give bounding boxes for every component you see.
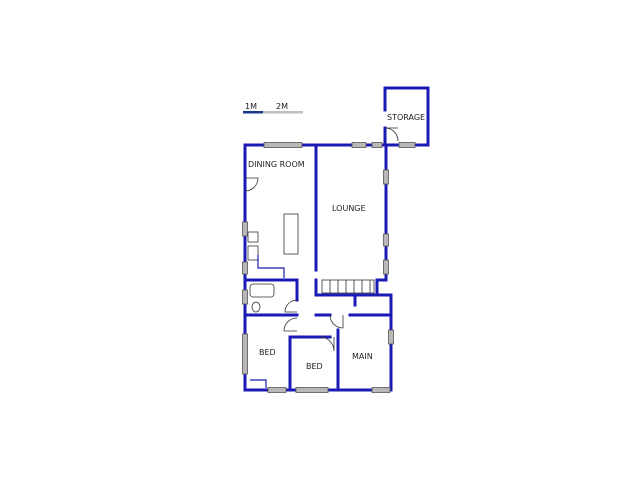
storage-door [384,127,399,142]
doors [244,177,344,352]
window-right-lower [383,259,389,275]
window-left-bath [242,289,248,305]
interior-walls [243,143,393,392]
bathtub [249,283,275,298]
toilet [251,301,261,313]
room-label-bed-middle: BED [306,362,323,371]
storage-walls [383,86,430,148]
stair-block [321,279,375,294]
window-left-kitchen-lower [242,261,248,275]
window-bottom-bed-middle [295,387,329,393]
door-bed-middle [319,336,335,352]
room-labels: STORAGE DINING ROOM LOUNGE BED BED MAIN [248,113,425,371]
scale-label-1m: 1M [245,102,257,111]
room-label-lounge: LOUNGE [332,204,366,213]
window-left-kitchen [242,221,248,237]
fixtures [247,213,299,388]
window-bottom-bed-left [267,387,287,393]
room-label-main: MAIN [352,352,373,361]
door-dining-exterior [244,177,259,192]
room-label-dining: DINING ROOM [248,160,305,169]
room-label-storage: STORAGE [387,113,425,122]
kitchen-counter [283,213,299,255]
window-right-upper [383,169,389,185]
stairs [321,279,375,294]
window-top-dining [263,142,303,148]
scale-bar: 1M 2M [243,102,303,114]
scale-segment-light [263,111,303,114]
window-top-right [371,142,383,148]
window-top-lounge [351,142,367,148]
windows [242,142,394,393]
window-bottom-main [371,387,391,393]
door-bed-left [283,317,298,332]
room-label-bed-left: BED [259,348,276,357]
stove [247,231,259,243]
scale-segment-dark [243,111,263,114]
window-left-bed [242,333,248,375]
door-main [329,314,344,329]
window-main-right [388,329,394,345]
scale-label-2m: 2M [276,102,288,111]
kitchen-sink [247,245,259,261]
door-bathroom [284,299,298,313]
window-right-mid [383,233,389,247]
storage-window [398,142,416,148]
